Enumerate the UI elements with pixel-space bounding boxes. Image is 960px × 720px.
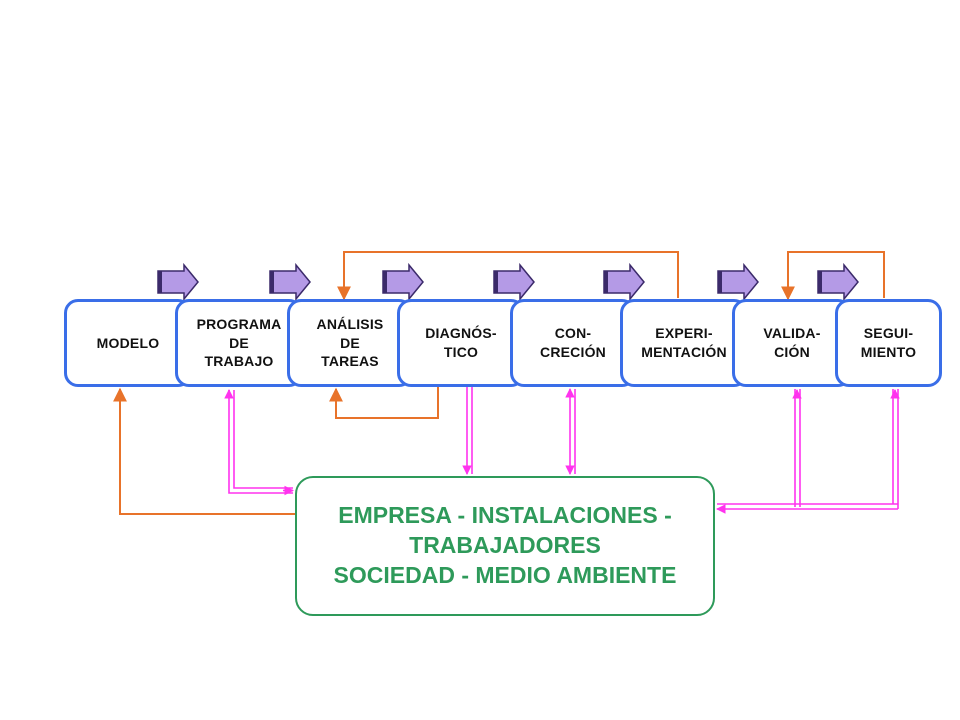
step-label: CON- CRECIÓN (540, 325, 606, 360)
flow-arrow-icon (493, 262, 535, 302)
flow-arrow-icon (382, 262, 424, 302)
link-programa (228, 390, 293, 494)
flow-arrow-icon (269, 262, 311, 302)
environment-box: EMPRESA - INSTALACIONES - TRABAJADORES S… (295, 476, 715, 616)
step-label: SEGUI- MIENTO (860, 325, 917, 360)
step-label: EXPERI- MENTACIÓN (641, 325, 727, 360)
feedback-environment-to-modelo (113, 387, 295, 515)
step-seguimiento: SEGUI- MIENTO (835, 299, 942, 387)
feedback-lines (113, 251, 885, 515)
feedback-seguimiento-to-validacion (781, 251, 885, 301)
link-lines (224, 387, 900, 514)
step-label: ANÁLISIS DE TAREAS (316, 315, 384, 370)
flow-arrow-icon (603, 262, 645, 302)
flow-arrow-icon (157, 262, 199, 302)
feedback-diagnostico-to-analisis (329, 387, 439, 419)
step-modelo: MODELO (64, 299, 192, 387)
step-analisis-de-tareas: ANÁLISIS DE TAREAS (287, 299, 413, 387)
step-programa-de-trabajo: PROGRAMA DE TRABAJO (175, 299, 303, 387)
flow-arrows (157, 262, 859, 302)
step-concrecion: CON- CRECIÓN (510, 299, 636, 387)
step-diagnostico: DIAGNÓS- TICO (397, 299, 525, 387)
step-validacion: VALIDA- CIÓN (732, 299, 852, 387)
flow-arrow-icon (717, 262, 759, 302)
step-label: PROGRAMA DE TRABAJO (196, 315, 282, 370)
feedback-experimentacion-to-analisis (337, 251, 679, 301)
step-experimentacion: EXPERI- MENTACIÓN (620, 299, 748, 387)
flow-arrow-icon (817, 262, 859, 302)
step-label: DIAGNÓS- TICO (425, 325, 497, 360)
environment-label: EMPRESA - INSTALACIONES - TRABAJADORES S… (333, 502, 677, 588)
step-label: MODELO (96, 334, 160, 351)
step-label: VALIDA- CIÓN (763, 325, 821, 360)
